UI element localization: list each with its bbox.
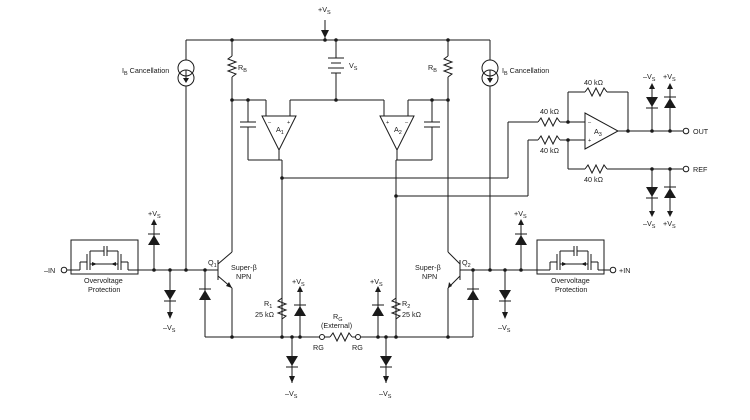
- out-terminal[interactable]: [682, 127, 690, 135]
- a3-feedback-resistor: [567, 86, 629, 131]
- ref-plus-vs-label: +VS: [663, 219, 676, 230]
- r1-label: R1: [264, 299, 272, 310]
- ovp-right-line2: Protection: [555, 285, 587, 294]
- plus-in-label: +IN: [619, 266, 630, 275]
- left-protection-diode: [199, 270, 211, 337]
- out-label: OUT: [693, 127, 709, 136]
- r40k-in2-label: 40 kΩ: [540, 146, 560, 155]
- center-right-clamp-plus: [372, 290, 384, 337]
- r2-resistor: [390, 297, 402, 320]
- left-in-minus-vs-label: –VS: [163, 323, 176, 334]
- r40k-bot-label: 40 kΩ: [584, 175, 604, 184]
- ib-cancellation-right-label: IB Cancellation: [502, 66, 549, 77]
- top-supply-rail: [186, 20, 490, 41]
- right-input-clamp-minus: [499, 270, 511, 319]
- a1-minus-pin: –: [268, 120, 272, 126]
- junction-dots: [152, 38, 672, 339]
- rb-right-resistor: [442, 40, 454, 252]
- right-in-minus-vs-label: –VS: [498, 323, 511, 334]
- plus-in-terminal[interactable]: [609, 266, 617, 274]
- rb-left-label: RB: [238, 63, 247, 74]
- ovp-left-block: [67, 239, 210, 275]
- ref-label: REF: [693, 165, 708, 174]
- ovp-right-block: [468, 239, 610, 275]
- left-input-clamp-minus: [164, 270, 176, 319]
- q2-npn: NPN: [422, 272, 437, 281]
- ref-minus-vs-label: –VS: [643, 219, 656, 230]
- left-in-plus-vs-label: +VS: [148, 209, 161, 220]
- a3-minus-pin: –: [588, 120, 592, 126]
- r40k-top-label: 40 kΩ: [584, 78, 604, 87]
- vs-top-label: +VS: [318, 5, 331, 16]
- r1-value: 25 kΩ: [255, 310, 275, 319]
- a2-plus-pin: +: [386, 120, 389, 126]
- rg-right-pin-label: RG: [352, 343, 363, 352]
- ovp-right-line1: Overvoltage: [551, 276, 590, 285]
- transistor-q2: [447, 251, 468, 337]
- center-left-clamp-plus: [294, 290, 306, 337]
- preamp-wiring: [232, 99, 448, 161]
- a3-plus-pin: +: [588, 138, 591, 144]
- center-left-plus-vs-label: +VS: [292, 277, 305, 288]
- a1-label: A1: [276, 125, 284, 136]
- bottom-right-minus-vs-label: –VS: [379, 389, 392, 400]
- right-input-clamp-plus: [515, 222, 527, 270]
- minus-in-label: –IN: [44, 266, 55, 275]
- ref-terminal[interactable]: [682, 165, 690, 173]
- rb-left-resistor: [226, 40, 238, 252]
- rg-external-label: (External): [321, 321, 352, 330]
- op-amp-a2: [379, 115, 415, 160]
- a3-input-resistors: [537, 116, 585, 146]
- a2-label: A2: [394, 125, 402, 136]
- q1-super-beta: Super-β: [231, 263, 257, 272]
- rg-left-terminal[interactable]: [319, 334, 325, 340]
- ovp-left-line2: Protection: [88, 285, 120, 294]
- minus-in-terminal[interactable]: [60, 266, 68, 274]
- rb-right-label: RB: [428, 63, 437, 74]
- right-ib-cancellation-source: [481, 40, 499, 270]
- left-ib-cancellation-source: [177, 40, 195, 270]
- battery-vs: [328, 40, 344, 100]
- rg-label: RG: [333, 312, 342, 323]
- supply-arrows: [151, 83, 673, 292]
- r40k-in1-label: 40 kΩ: [540, 107, 560, 116]
- ref-clamp-diodes: [646, 169, 676, 214]
- r1-resistor: [276, 297, 288, 320]
- bottom-left-minus-vs-label: –VS: [285, 389, 298, 400]
- transistor-q1: [210, 251, 233, 337]
- right-in-plus-vs-label: +VS: [514, 209, 527, 220]
- q2-super-beta: Super-β: [415, 263, 441, 272]
- center-right-plus-vs-label: +VS: [370, 277, 383, 288]
- preamp-to-a3-wiring: [281, 121, 538, 337]
- out-plus-vs-label: +VS: [663, 72, 676, 83]
- q2-label: Q2: [462, 258, 471, 269]
- op-amp-a1: [261, 115, 297, 160]
- r2-value: 25 kΩ: [402, 310, 422, 319]
- bottom-right-clamp-minus: [380, 337, 392, 383]
- ovp-left-line1: Overvoltage: [84, 276, 123, 285]
- q1-label: Q1: [208, 258, 217, 269]
- a3-label: A3: [594, 127, 602, 138]
- ib-cancellation-left-label: IB Cancellation: [122, 66, 169, 77]
- q1-npn: NPN: [236, 272, 251, 281]
- rg-external-resistor: [325, 331, 355, 343]
- a1-plus-pin: +: [287, 120, 290, 126]
- r2-label: R2: [402, 299, 410, 310]
- rg-right-terminal[interactable]: [355, 334, 361, 340]
- left-input-clamp-plus: [148, 222, 160, 270]
- battery-vs-label: VS: [349, 61, 358, 72]
- rg-left-pin-label: RG: [313, 343, 324, 352]
- out-clamp-diodes: [646, 86, 676, 131]
- bottom-left-clamp-minus: [286, 337, 298, 383]
- right-protection-diode: [467, 270, 479, 337]
- a2-minus-pin: –: [405, 120, 409, 126]
- out-minus-vs-label: –VS: [643, 72, 656, 83]
